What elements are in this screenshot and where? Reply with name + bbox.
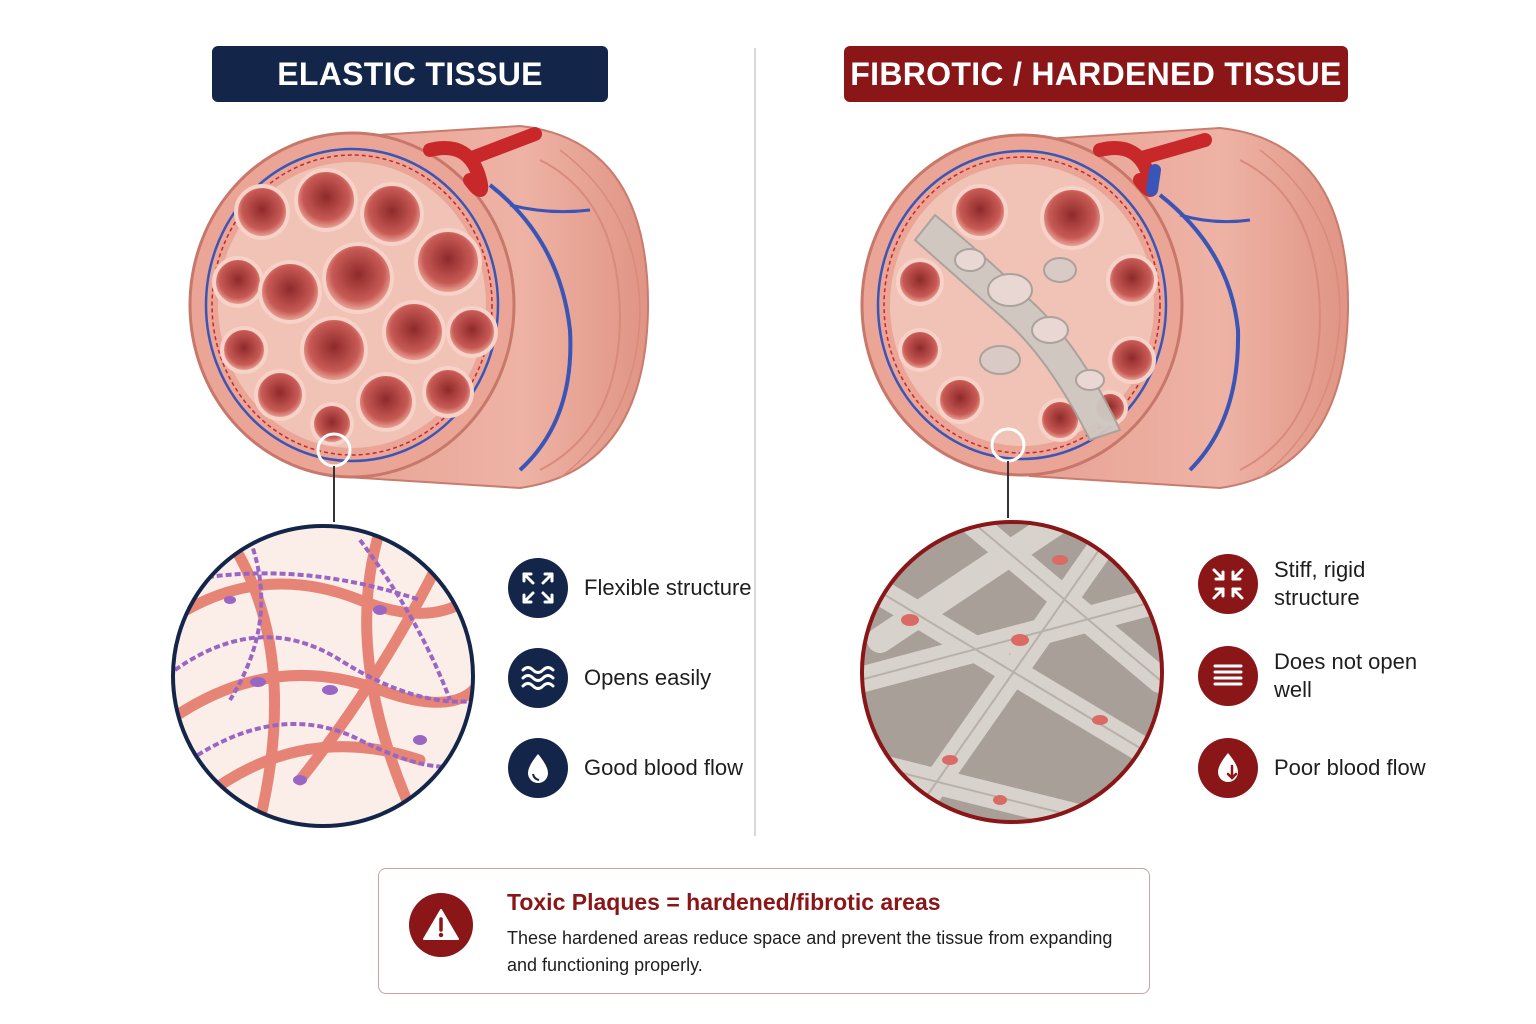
feature-flexible: Flexible structure: [508, 558, 754, 618]
feature-label: Stiff, rigid structure: [1274, 557, 1366, 610]
narrowed-lumens: [896, 184, 1158, 442]
warning-icon: [409, 893, 473, 957]
feature-label: Flexible structure: [584, 575, 752, 600]
waves-icon: [508, 648, 568, 708]
callout-body: These hardened areas reduce space and pr…: [507, 928, 1113, 975]
drop-down-arrow-icon: [1198, 738, 1258, 798]
feature-opens-easily: Opens easily: [508, 648, 754, 708]
elastic-tissue-panel: ELASTIC TISSUE: [0, 0, 760, 850]
fibrotic-fibers-zoom: [860, 520, 1164, 824]
feature-label: Opens easily: [584, 665, 712, 690]
blood-vessels: [1093, 133, 1251, 472]
fibrotic-tissue-title: FIBROTIC / HARDENED TISSUE: [844, 46, 1348, 102]
compress-arrows-icon: [1198, 554, 1258, 614]
horizontal-lines-icon: [1198, 646, 1258, 706]
toxic-plaques-callout: Toxic Plaques = hardened/fibrotic areas …: [378, 868, 1150, 994]
feature-good-blood-flow: Good blood flow: [508, 738, 754, 798]
expand-arrows-icon: [508, 558, 568, 618]
water-drop-icon: [508, 738, 568, 798]
blood-vessels: [423, 127, 591, 472]
feature-stiff: Stiff, rigid structure: [1198, 554, 1444, 614]
elastic-tissue-illustration: [171, 124, 650, 828]
panel-divider: [754, 48, 756, 836]
fibrotic-tissue-illustration: [860, 126, 1350, 824]
feature-does-not-open: Does not open well: [1198, 646, 1444, 706]
feature-label: Poor blood flow: [1274, 755, 1426, 780]
fibrotic-band: [913, 213, 1122, 442]
feature-label: Good blood flow: [584, 755, 743, 780]
feature-poor-blood-flow: Poor blood flow: [1198, 738, 1444, 798]
elastic-fibers-zoom: [171, 524, 475, 828]
feature-label: Does not open well: [1274, 649, 1418, 702]
open-lumens: [212, 168, 498, 446]
elastic-tissue-title: ELASTIC TISSUE: [212, 46, 608, 102]
callout-title: Toxic Plaques = hardened/fibrotic areas: [507, 889, 941, 915]
fibrotic-tissue-panel: FIBROTIC / HARDENED TISSUE: [760, 0, 1536, 850]
